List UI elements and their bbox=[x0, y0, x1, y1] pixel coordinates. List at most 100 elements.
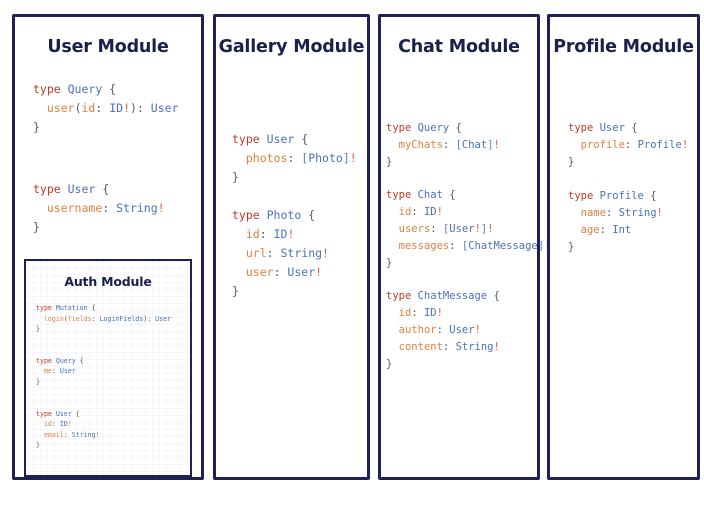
code-token: id bbox=[43, 420, 52, 429]
code-token: Mutation bbox=[55, 304, 88, 312]
code-token: User bbox=[155, 314, 172, 323]
code-token: photos bbox=[245, 151, 288, 165]
code-token: ! bbox=[493, 341, 500, 353]
code-token: myChats bbox=[398, 139, 443, 151]
panel-title-auth-module: Auth Module bbox=[64, 274, 152, 289]
code-token: ] bbox=[480, 223, 488, 235]
code-token: } bbox=[232, 284, 239, 298]
code-token: : bbox=[91, 314, 100, 323]
code-token bbox=[36, 315, 44, 323]
code-block-auth-mutation: type Mutation { login(fields: LoginField… bbox=[36, 303, 190, 335]
code-block-auth-user: type User { id: ID! email: String! } bbox=[36, 409, 190, 451]
code-token: User bbox=[150, 101, 179, 115]
code-token: ID bbox=[273, 227, 288, 241]
code-token: type bbox=[386, 122, 418, 134]
code-token: { bbox=[95, 182, 110, 196]
code-token: content bbox=[398, 341, 443, 353]
panel-user-module[interactable]: User Module type Query { user(id: ID!): … bbox=[12, 14, 204, 480]
code-token: ! bbox=[474, 223, 481, 235]
code-block-gallery-photo: type Photo { id: ID! url: String! user: … bbox=[232, 206, 367, 301]
code-token: type bbox=[386, 189, 418, 201]
panel-gallery-module[interactable]: Gallery Module type User { photos: [Phot… bbox=[213, 14, 370, 480]
code-token: } bbox=[386, 358, 393, 370]
code-token: type bbox=[232, 132, 267, 146]
code-token: ! bbox=[493, 139, 500, 151]
panel-auth-module[interactable]: Auth Module type Mutation { login(fields… bbox=[24, 259, 192, 477]
code-token: profile bbox=[580, 139, 625, 151]
code-token: { bbox=[301, 208, 316, 222]
code-token: ( bbox=[74, 101, 82, 115]
code-token: ( bbox=[63, 314, 68, 323]
code-block-chat-query: type Query { myChats: [Chat]! } bbox=[386, 120, 537, 171]
code-token: id bbox=[81, 101, 96, 115]
code-token: : bbox=[411, 206, 424, 218]
code-token: : bbox=[599, 224, 613, 236]
code-token: Chat bbox=[417, 189, 443, 201]
code-token bbox=[232, 151, 246, 165]
code-token: User bbox=[55, 409, 72, 418]
code-token: : bbox=[95, 101, 110, 115]
code-token: : bbox=[624, 139, 638, 151]
code-token: type bbox=[232, 208, 267, 222]
code-token: ! bbox=[315, 265, 323, 279]
code-token: } bbox=[36, 377, 40, 386]
panel-profile-module[interactable]: Profile Module type User { profile: Prof… bbox=[547, 14, 700, 480]
code-token: Chat bbox=[461, 139, 488, 151]
code-token: ! bbox=[157, 201, 165, 215]
code-token bbox=[386, 324, 399, 336]
code-token: User bbox=[449, 324, 475, 336]
code-token: : bbox=[436, 324, 450, 336]
code-token: : bbox=[102, 201, 117, 215]
code-token bbox=[386, 307, 399, 319]
code-token: ID bbox=[423, 307, 437, 319]
code-token: } bbox=[386, 257, 393, 269]
code-token: ] bbox=[342, 151, 350, 165]
code-token: type bbox=[568, 190, 600, 202]
code-token: { bbox=[487, 290, 500, 302]
code-token: user bbox=[245, 265, 274, 279]
code-token: ! bbox=[681, 139, 689, 151]
code-token: Query bbox=[67, 82, 103, 96]
code-token: : bbox=[449, 240, 462, 252]
code-token: [ bbox=[442, 223, 450, 235]
code-token: ! bbox=[349, 151, 357, 165]
code-token: User bbox=[599, 122, 625, 134]
code-token: String bbox=[455, 341, 494, 353]
code-token bbox=[386, 139, 399, 151]
code-token: : bbox=[287, 151, 302, 165]
code-token bbox=[386, 223, 399, 235]
code-token: String bbox=[618, 207, 657, 219]
code-token: [ bbox=[455, 139, 462, 151]
code-token: { bbox=[87, 304, 96, 312]
code-token bbox=[568, 139, 581, 151]
code-token: url bbox=[245, 246, 267, 260]
code-token: String bbox=[116, 201, 158, 215]
code-token: { bbox=[449, 122, 462, 134]
code-token: ! bbox=[322, 246, 329, 260]
code-token: ! bbox=[287, 227, 295, 241]
code-token: type bbox=[33, 182, 68, 196]
code-token: : bbox=[411, 307, 424, 319]
code-token bbox=[232, 265, 246, 279]
code-token: ! bbox=[656, 207, 663, 219]
code-token: User bbox=[449, 223, 475, 235]
code-token: id bbox=[398, 206, 412, 218]
code-token: Profile bbox=[599, 190, 644, 202]
code-token: : bbox=[259, 227, 274, 241]
code-token: { bbox=[643, 190, 657, 202]
code-token: : bbox=[51, 367, 60, 376]
code-token: id bbox=[245, 227, 260, 241]
code-token: : bbox=[273, 265, 288, 279]
code-token: { bbox=[75, 356, 84, 365]
code-token bbox=[386, 206, 399, 218]
code-token: Photo bbox=[266, 208, 302, 222]
code-token: type bbox=[568, 122, 600, 134]
code-token bbox=[33, 101, 47, 115]
code-token: } bbox=[568, 156, 575, 168]
code-token: type bbox=[36, 304, 56, 312]
code-token: User bbox=[59, 367, 76, 376]
code-token: ): bbox=[130, 101, 151, 115]
code-token bbox=[36, 420, 44, 428]
code-token: fields bbox=[67, 314, 92, 323]
panel-chat-module[interactable]: Chat Module type Query { myChats: [Chat]… bbox=[378, 14, 550, 480]
